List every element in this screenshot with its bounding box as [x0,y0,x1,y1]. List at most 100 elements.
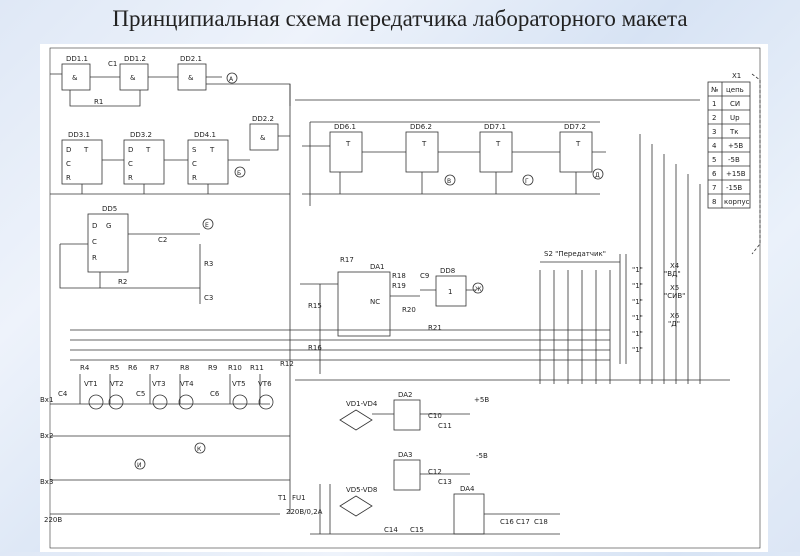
label-r1: R1 [94,98,103,106]
label-vt3: VT3 [152,380,166,388]
label-c2: C2 [158,236,167,244]
trig-r-1: R [66,174,71,182]
label-r17: R17 [340,256,354,264]
connector-x1-table [707,81,751,209]
label-vd5: VD5-VD8 [346,486,377,494]
label-vd1: VD1-VD4 [346,400,378,408]
label-da3: DA3 [398,451,413,459]
x6-label: "Д" [668,320,680,328]
x1-pin-7-num: 7 [712,184,716,192]
schematic-sheet: DD1.1 DD1.2 DD2.1 DD3.1 DD3.2 DD4.1 DD2.… [40,44,768,552]
mark-k: К [197,446,202,453]
mark-circle-zh [472,282,484,294]
label-plus5: +5В [474,396,489,404]
label-minus5: -5В [476,452,488,460]
block-dd72 [559,131,593,173]
block-da3 [393,459,421,491]
label-r2: R2 [118,278,127,286]
label-r3: R3 [204,260,213,268]
label-r11: R11 [250,364,264,372]
label-c16: C16 [500,518,514,526]
dd5-c: C [92,238,97,246]
x1-pin-5-label: -5В [728,156,740,164]
trig-t-2: T [145,146,151,154]
x4-label: "ВД" [664,270,681,278]
block-dd8 [435,275,467,307]
mark-e: Е [205,222,209,229]
label-r9: R9 [208,364,217,372]
label-c14: C14 [384,526,398,534]
label-r7: R7 [150,364,159,372]
s2-dot-3: "1" [632,298,643,306]
label-r6: R6 [128,364,138,372]
x1-name: X1 [732,72,741,80]
label-r21: R21 [428,324,442,332]
dd5-g: G [106,222,111,230]
label-r16: R16 [308,344,322,352]
trig-s-3: S [192,146,197,154]
trig-c-2: C [128,160,133,168]
label-dd71: DD7.1 [484,123,506,131]
label-dd61: DD6.1 [334,123,356,131]
schematic-diagram: DD1.1 DD1.2 DD2.1 DD3.1 DD3.2 DD4.1 DD2.… [40,47,761,549]
trig-c-1: C [66,160,71,168]
mark-b: Б [237,170,241,177]
x1-pin-8-num: 8 [712,198,716,206]
mark-d: Д [595,172,600,179]
trig-t-1: T [83,146,89,154]
label-vt2: VT2 [110,380,124,388]
label-da1: DA1 [370,263,385,271]
mark-zh: Ж [475,286,482,293]
block-da1 [337,271,391,337]
mark-circle-v [444,174,456,186]
label-dd31: DD3.1 [68,131,90,139]
x1-pin-2-label: Uр [730,114,740,122]
x1-header-circuit: цепь [726,86,744,94]
x4-name: X4 [670,262,680,270]
label-220v: 220В [44,516,62,524]
label-vx2: Вх2 [40,432,53,440]
block-da2 [393,399,421,431]
label-dd62: DD6.2 [410,123,432,131]
label-dd22: DD2.2 [252,115,274,123]
label-r4: R4 [80,364,90,372]
label-c12: C12 [428,468,442,476]
label-r15: R15 [308,302,322,310]
gate-and-3: & [188,74,194,82]
trig-t-9: T [575,140,581,148]
gate-and-1: & [72,74,78,82]
label-dd5: DD5 [102,205,117,213]
label-c11: C11 [438,422,452,430]
label-dd12: DD1.2 [124,55,146,63]
trig-r-3: R [192,174,197,182]
mark-a: А [229,76,234,83]
label-dd72: DD7.2 [564,123,586,131]
label-c13: C13 [438,478,452,486]
mark-circle-b [234,166,246,178]
trig-c-3: C [192,160,197,168]
label-dd11: DD1.1 [66,55,88,63]
page-title: Принципиальная схема передатчика лаборат… [112,6,688,31]
mark-g: Г [525,178,529,185]
block-dd62 [405,131,439,173]
label-c9: C9 [420,272,429,280]
label-vt1: VT1 [84,380,98,388]
mark-circle-e [202,218,214,230]
x1-pin-4-label: +5В [728,142,743,150]
s2-dot-5: "1" [632,330,643,338]
label-c6: C6 [210,390,220,398]
x1-pin-8-label: корпус [724,198,750,206]
label-t1: T1 [277,494,287,502]
dd5-d: D [92,222,97,230]
x1-pin-2-num: 2 [712,114,716,122]
label-c1: C1 [108,60,117,68]
x1-pin-1-label: СИ [730,100,740,108]
label-c15: C15 [410,526,424,534]
mark-circle-k [194,442,206,454]
gate-and-2: & [130,74,136,82]
s2-dot-2: "1" [632,282,643,290]
s2-dot-1: "1" [632,266,643,274]
trig-t-3: T [209,146,215,154]
label-s2: S2 "Передатчик" [544,250,606,258]
trig-d-2: D [128,146,133,154]
